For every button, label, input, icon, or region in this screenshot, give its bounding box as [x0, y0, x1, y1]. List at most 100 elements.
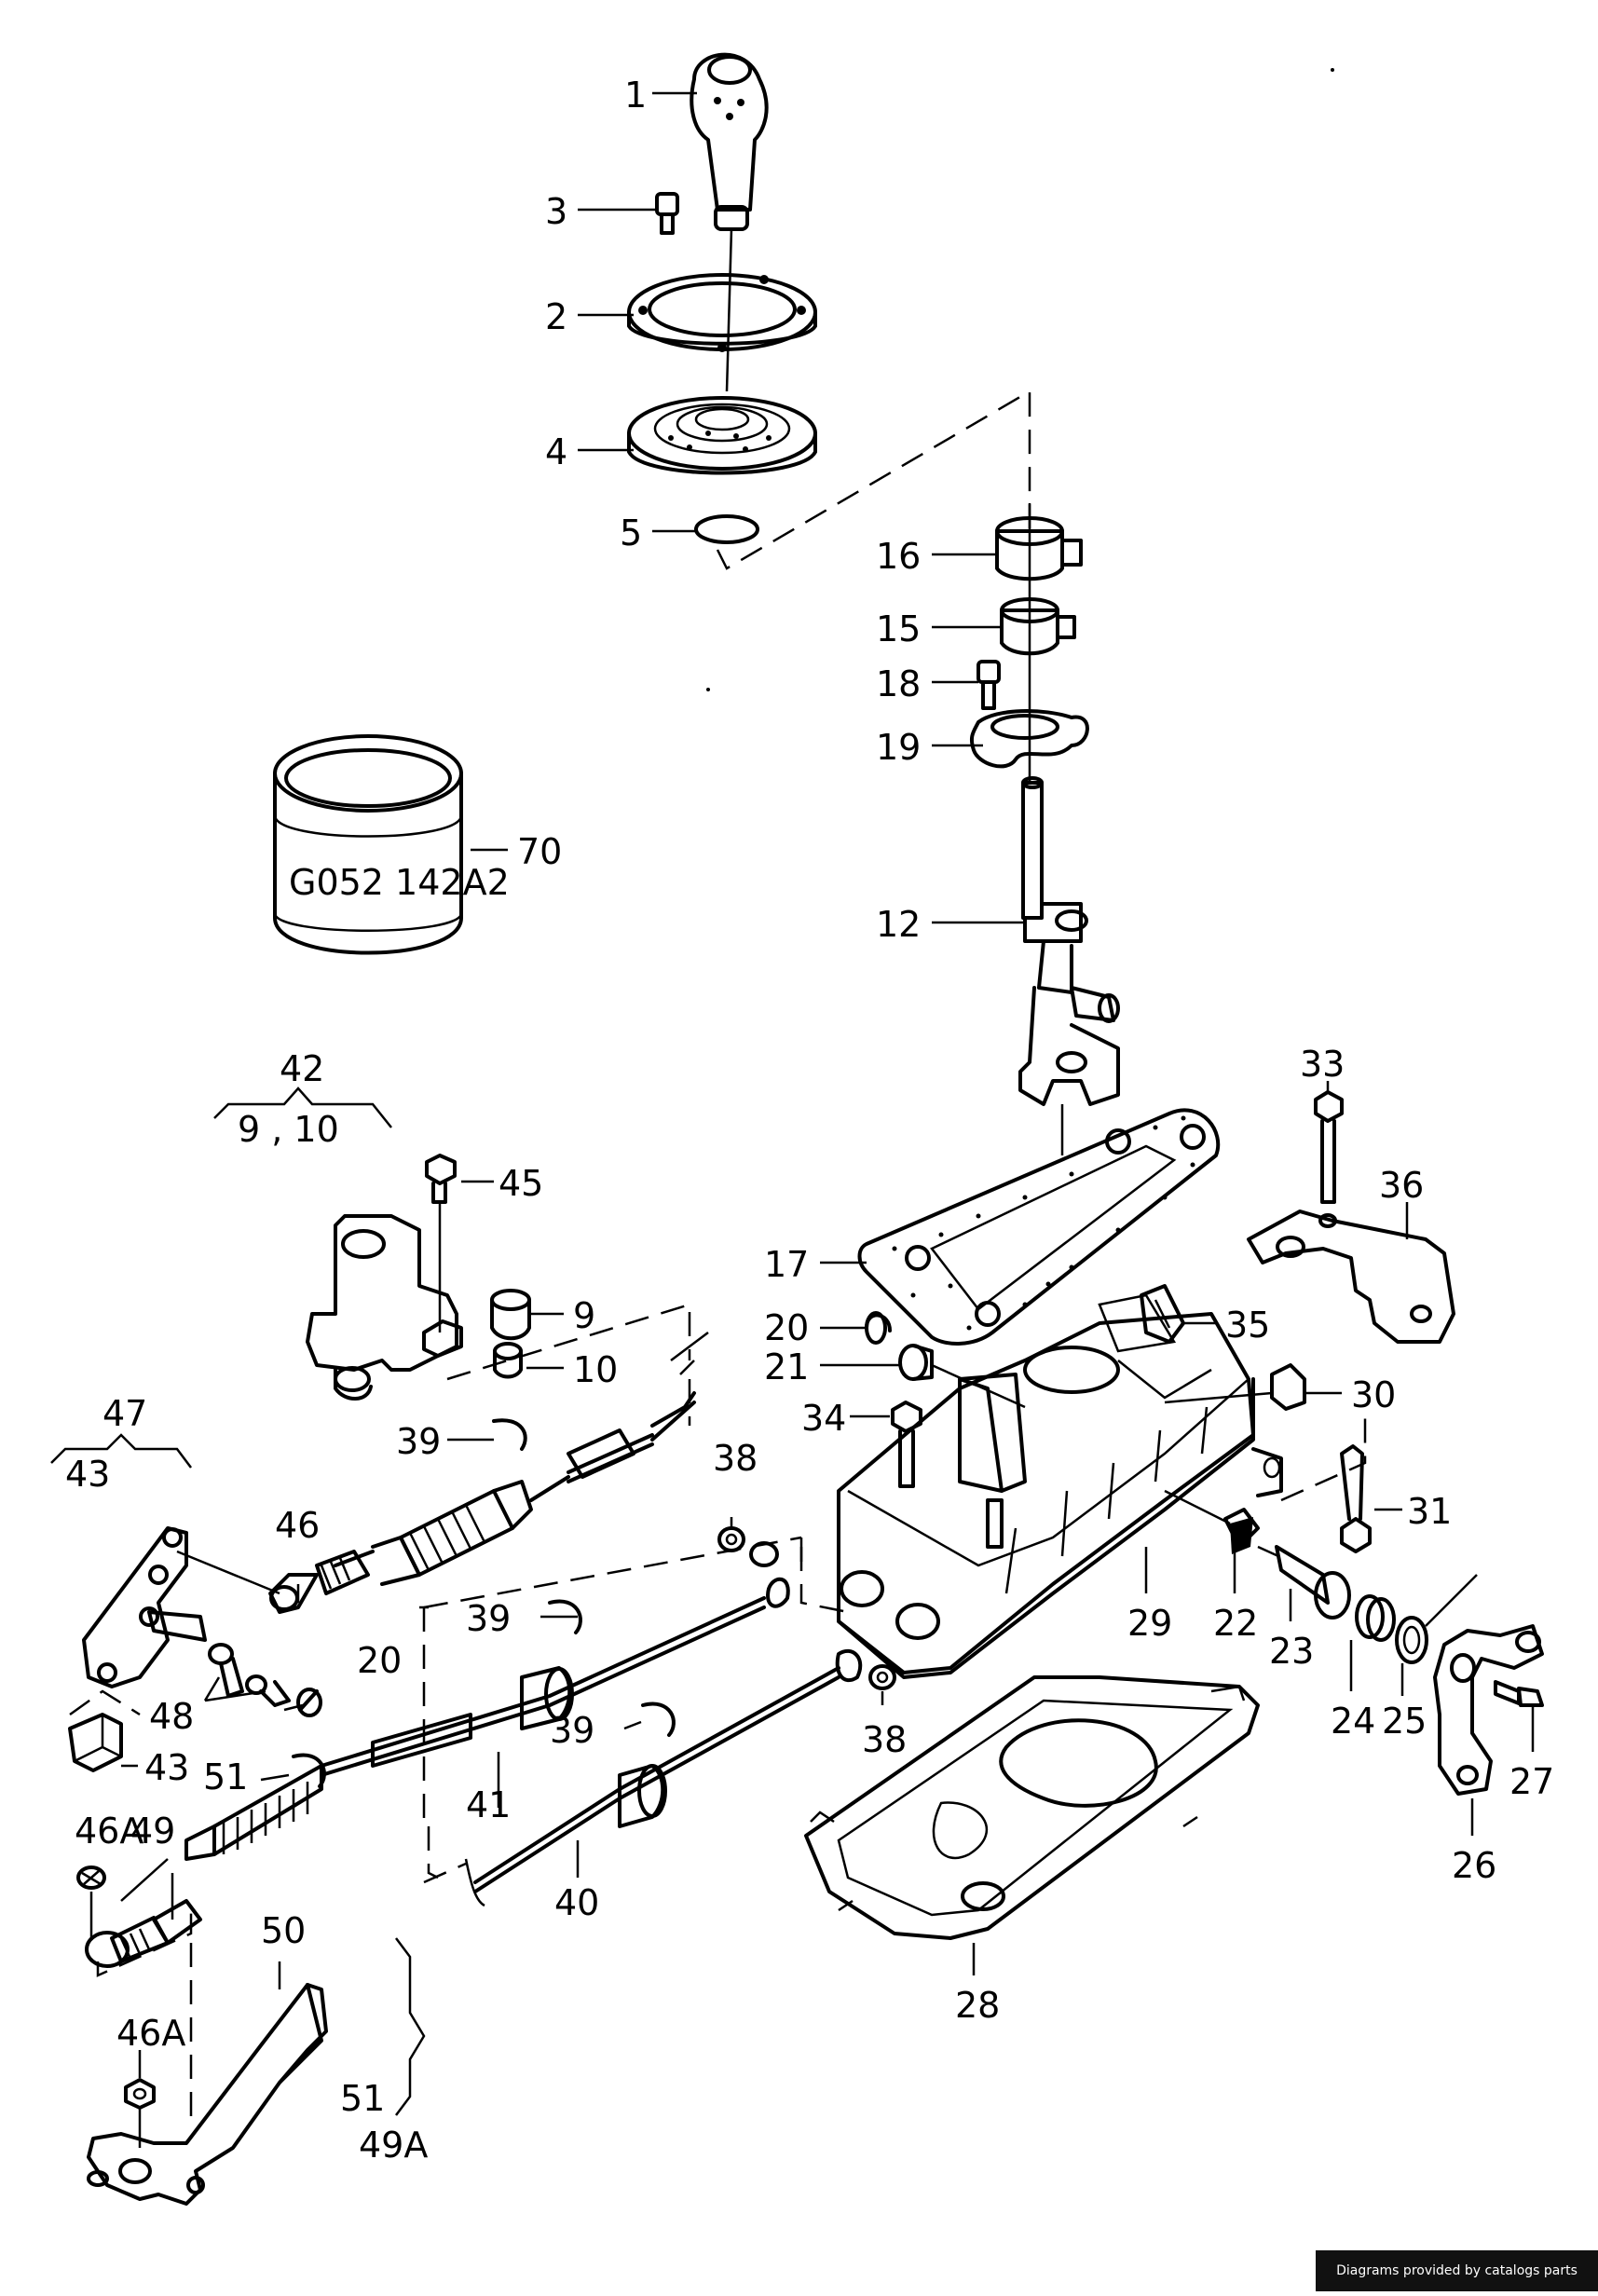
callout-43-bottom: 43 [144, 1747, 189, 1788]
block-43 [68, 1713, 123, 1772]
bolt-27 [1494, 1680, 1544, 1707]
callout-5: 5 [620, 512, 642, 554]
shift-lever-12 [1018, 776, 1120, 1106]
washer-38-a [717, 1526, 745, 1552]
pin-51 [76, 1866, 106, 1890]
callout-10: 10 [573, 1349, 618, 1390]
shaft-23 [1257, 1545, 1351, 1620]
callout-39-d: 51 [203, 1756, 248, 1797]
callout-33: 33 [1300, 1044, 1345, 1085]
callout-70: 70 [517, 831, 562, 872]
ring-24 [1355, 1594, 1396, 1642]
pins-48 [208, 1643, 291, 1707]
ring-2 [627, 273, 817, 352]
callout-20-upper: 20 [764, 1307, 809, 1348]
callout-23: 23 [1269, 1631, 1314, 1672]
bracket-36 [1247, 1210, 1455, 1344]
boot-4 [627, 396, 817, 475]
callout-1: 1 [624, 75, 647, 116]
callout-47: 47 [102, 1393, 147, 1434]
clip-39-b [548, 1599, 582, 1634]
callout-18: 18 [876, 663, 921, 704]
callout-4: 4 [545, 431, 567, 472]
callout-39-a: 39 [396, 1421, 441, 1462]
callout-9: 9 [573, 1295, 595, 1336]
callout-19: 19 [876, 727, 921, 768]
callout-38-a: 38 [713, 1438, 758, 1479]
cable-46A [85, 1899, 202, 1968]
callout-41: 41 [466, 1784, 511, 1825]
callout-35: 35 [1225, 1305, 1270, 1346]
callout-22: 22 [1213, 1603, 1258, 1644]
callout-21: 21 [764, 1346, 809, 1387]
callout-49: 50 [261, 1910, 306, 1951]
screw-3 [655, 192, 679, 235]
bolt-31 [1340, 1444, 1372, 1553]
bolt-33 [1314, 1090, 1344, 1204]
screw-18 [977, 660, 1001, 710]
callout-42: 42 [280, 1048, 324, 1089]
seal-25 [1395, 1616, 1428, 1664]
callout-labels: 1 3 2 4 5 16 15 18 19 70 12 42 9 , 10 45… [65, 75, 1554, 2166]
container-70 [273, 734, 463, 955]
callout-20-lower: 20 [357, 1640, 402, 1681]
bolt-34 [891, 1401, 922, 1488]
clip-39-c [641, 1702, 676, 1737]
callout-38-b: 38 [862, 1719, 907, 1760]
callout-46A-bottom: 51 [340, 2078, 385, 2119]
callout-2: 2 [545, 296, 567, 337]
clip-20-upper [865, 1311, 892, 1345]
pin-21 [898, 1344, 934, 1381]
callout-46A-top: 49 [130, 1811, 175, 1852]
callout-16: 16 [876, 536, 921, 577]
sensor-22 [1223, 1508, 1260, 1554]
bracket-47 [82, 1526, 280, 1688]
callout-51-top: 46A [75, 1811, 143, 1852]
sleeve-10 [493, 1342, 523, 1379]
callout-50: 46A [116, 2013, 185, 2054]
callout-39-b: 39 [466, 1598, 511, 1639]
gear-knob [690, 52, 769, 231]
callout-43-top: 43 [65, 1454, 110, 1495]
attribution-footer: Diagrams provided by catalogs parts [1316, 2250, 1598, 2291]
lever-26 [1433, 1624, 1544, 1796]
callout-48: 48 [149, 1696, 194, 1737]
callout-25: 25 [1382, 1701, 1427, 1742]
callout-40: 40 [554, 1882, 599, 1923]
bushing-16 [995, 516, 1083, 581]
callout-3: 3 [545, 191, 567, 232]
callout-26: 26 [1452, 1845, 1496, 1886]
leader-lines [89, 91, 1535, 2078]
bracket-42 [306, 1214, 463, 1401]
callout-28: 28 [955, 1985, 1000, 2026]
callout-46: 46 [275, 1505, 320, 1546]
clip-30 [1164, 1363, 1306, 1411]
callout-9-10: 9 , 10 [238, 1109, 339, 1150]
bushing-15 [1000, 597, 1076, 656]
callout-39-c: 39 [550, 1710, 594, 1751]
callout-45: 45 [499, 1163, 543, 1204]
callout-30: 30 [1351, 1374, 1396, 1415]
clip-39-a [492, 1418, 527, 1451]
cable-40 [464, 1648, 863, 1907]
plate-19 [969, 709, 1089, 769]
callout-36: 36 [1379, 1165, 1424, 1206]
shift-housing-29 [837, 1293, 1283, 1679]
part-number-label: G052 142A2 [289, 862, 510, 903]
callout-31: 31 [1407, 1491, 1452, 1532]
clip-20-lower [296, 1688, 322, 1717]
cable-41 [120, 1577, 790, 1902]
spring-clip-35 [1140, 1284, 1185, 1344]
cable-upper [268, 1391, 696, 1614]
bushing-9 [490, 1289, 531, 1341]
clip-39-d [292, 1753, 326, 1788]
base-plate-28 [804, 1675, 1260, 1940]
callout-17: 17 [764, 1244, 809, 1285]
o-ring-5 [694, 514, 759, 544]
callout-29: 29 [1127, 1603, 1172, 1644]
callout-34: 34 [801, 1398, 846, 1439]
callout-12: 12 [876, 904, 921, 945]
bolt-45 [425, 1154, 457, 1332]
nut-50 [124, 2078, 156, 2110]
